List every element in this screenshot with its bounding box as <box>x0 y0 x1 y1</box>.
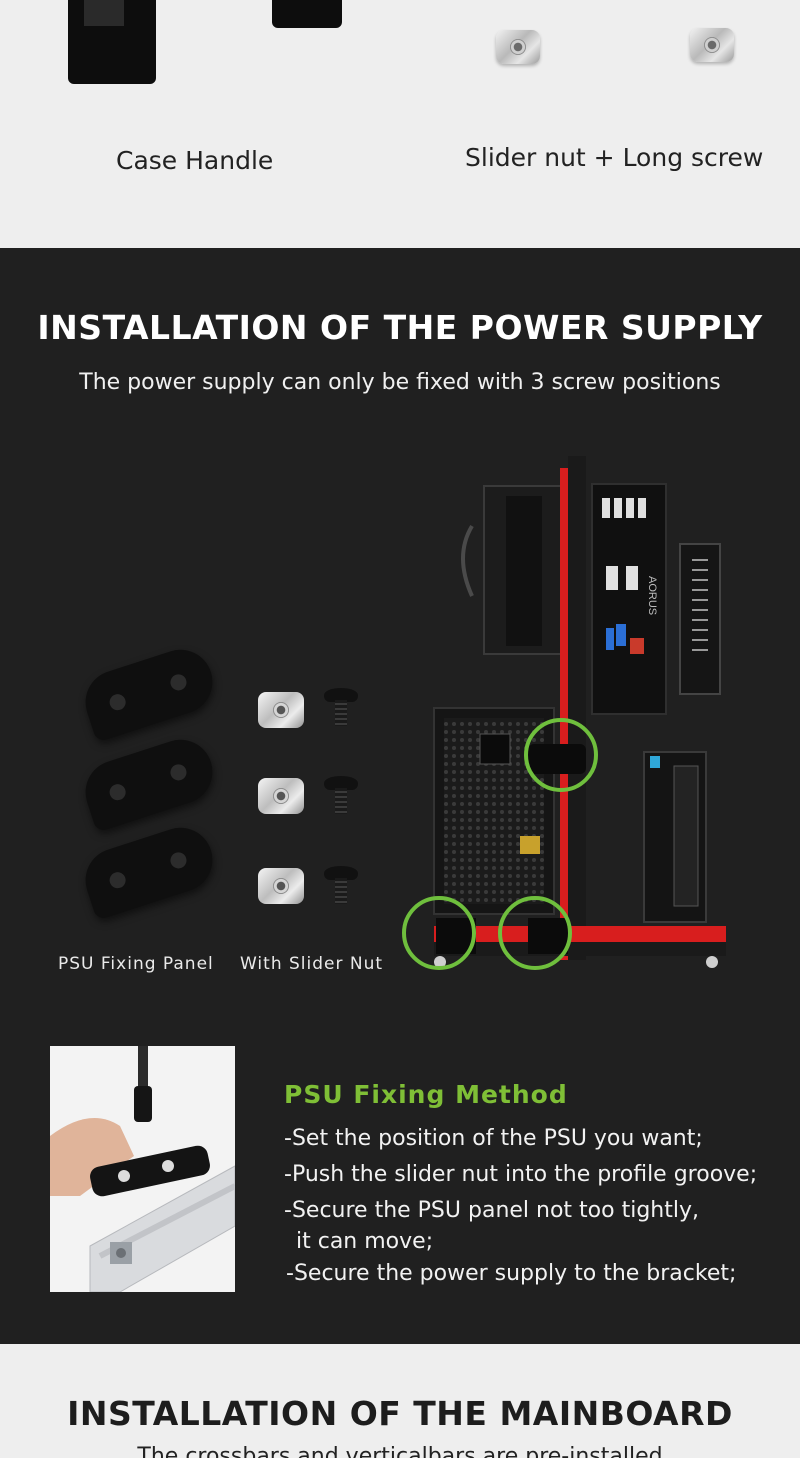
section-subtitle: The power supply can only be fixed with … <box>79 370 721 395</box>
slider-nut-image-2 <box>690 28 734 62</box>
screw-position-marker <box>498 896 572 970</box>
case-handle-caption: Case Handle <box>116 146 274 175</box>
accessory-section: Case Handle Slider nut + Long screw <box>0 0 800 248</box>
installation-photo <box>50 1046 235 1292</box>
screw-position-marker <box>402 896 476 970</box>
psu-fixing-panel-image <box>77 819 221 921</box>
case-handle-image-detail <box>84 0 124 26</box>
method-step: -Secure the power supply to the bracket; <box>286 1261 737 1286</box>
slider-nut-image <box>496 30 540 64</box>
screw-position-marker <box>524 718 598 792</box>
psu-method-title: PSU Fixing Method <box>284 1080 568 1109</box>
slider-nut-label: With Slider Nut <box>240 954 384 974</box>
power-supply-section: INSTALLATION OF THE POWER SUPPLY The pow… <box>0 248 800 1344</box>
screw-image <box>324 866 358 906</box>
method-step: it can move; <box>296 1229 434 1254</box>
psu-fixing-panel-image <box>77 731 221 833</box>
method-step: -Set the position of the PSU you want; <box>284 1126 703 1151</box>
screw-image <box>324 688 358 728</box>
method-step: -Push the slider nut into the profile gr… <box>284 1162 758 1187</box>
board-brand-text: AORUS <box>646 576 658 615</box>
method-step: -Secure the PSU panel not too tightly, <box>284 1198 699 1223</box>
mainboard-title: INSTALLATION OF THE MAINBOARD <box>67 1394 733 1433</box>
mainboard-subtitle: The crossbars and verticalbars are pre-i… <box>137 1444 663 1458</box>
section-title: INSTALLATION OF THE POWER SUPPLY <box>37 308 763 347</box>
mainboard-section: INSTALLATION OF THE MAINBOARD The crossb… <box>0 1344 800 1458</box>
slider-nut-caption: Slider nut + Long screw <box>465 143 764 172</box>
case-handle-image-2 <box>272 0 342 28</box>
slider-nut-image <box>258 868 304 904</box>
screw-image <box>324 776 358 816</box>
slider-nut-image <box>258 692 304 728</box>
slider-nut-image <box>258 778 304 814</box>
psu-panel-label: PSU Fixing Panel <box>58 954 214 974</box>
psu-fixing-panel-image <box>77 641 221 743</box>
